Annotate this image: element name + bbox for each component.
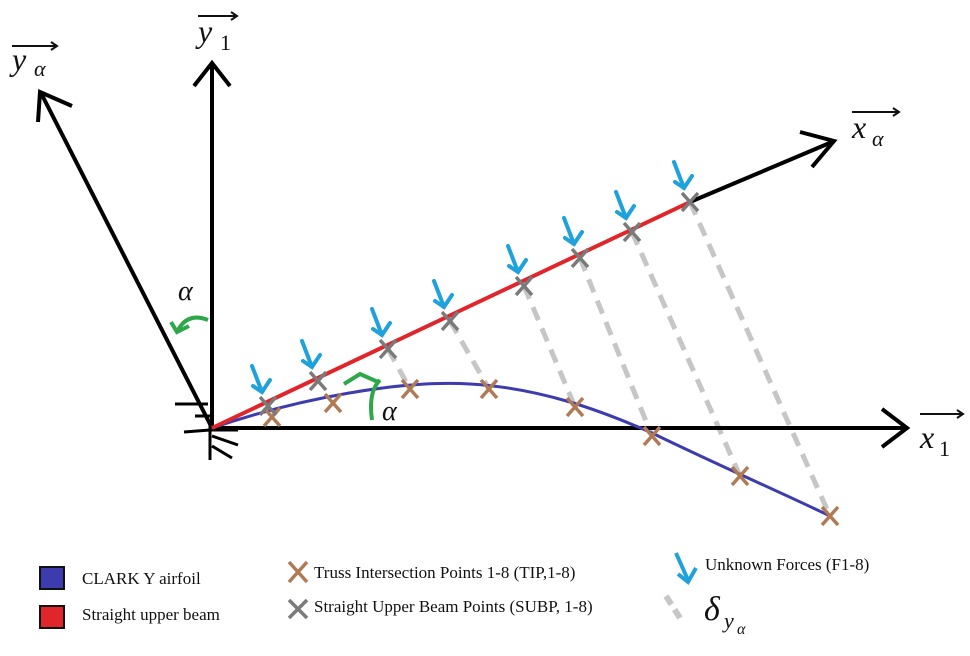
- xa-label-base: x: [851, 109, 866, 145]
- subp-marker-7: [622, 221, 642, 243]
- subp-marker-3: [378, 338, 398, 360]
- x1-axis-label: x 1: [919, 409, 965, 461]
- x1-label-base: x: [919, 419, 934, 455]
- legend-label-subp: Straight Upper Beam Points (SUBP, 1-8): [314, 597, 593, 616]
- subp-marker-4: [440, 310, 460, 332]
- xa-axis-label: x α: [851, 107, 901, 151]
- subp-markers: [258, 191, 700, 417]
- rotation-arrow-lower: [342, 371, 382, 421]
- legend-item-forces: Unknown Forces (F1-8): [674, 552, 869, 586]
- force-arrow-3: [370, 307, 392, 338]
- tip-legend-marker: [287, 560, 309, 584]
- subp-marker-6: [570, 247, 590, 269]
- straight-upper-beam: [211, 200, 691, 430]
- force-arrow-4: [432, 279, 454, 310]
- tip-markers: [262, 378, 840, 527]
- tip-marker-3: [400, 378, 420, 400]
- beam-swatch: [39, 605, 65, 629]
- force-arrow-7: [614, 190, 636, 221]
- dashed-links: [385, 200, 833, 518]
- tip-marker-6: [642, 425, 662, 447]
- subp-marker-5: [514, 275, 534, 297]
- legend-item-beam: Straight upper beam: [39, 605, 220, 629]
- delta-label-base: δ: [704, 591, 721, 628]
- x1-label-sub: 1: [939, 436, 950, 461]
- dashed-link-5: [521, 285, 578, 408]
- tip-marker-4: [479, 378, 499, 400]
- tip-marker-8: [820, 505, 840, 527]
- alpha-label-upper: α: [178, 276, 194, 307]
- force-arrow-8: [672, 160, 694, 191]
- rotation-arrow-upper: [169, 315, 209, 335]
- force-arrow-5: [506, 244, 528, 275]
- ya-axis-label: y α: [9, 41, 59, 81]
- legend: CLARK Y airfoil Straight upper beam Trus…: [39, 552, 869, 638]
- y1-label-sub: 1: [220, 30, 231, 55]
- alpha-label-lower: α: [382, 396, 398, 427]
- airfoil-swatch: [39, 566, 65, 590]
- y1-label-base: y: [195, 13, 213, 49]
- ya-label-base: y: [9, 41, 27, 77]
- clark-y-airfoil-curve: [211, 381, 831, 518]
- force-arrow-2: [300, 339, 322, 370]
- xa-label-sub: α: [872, 126, 884, 151]
- legend-label-tip: Truss Intersection Points 1-8 (TIP,1-8): [314, 563, 575, 582]
- delta-label-subsub: α: [737, 621, 746, 638]
- tip-marker-7: [730, 465, 750, 487]
- tip-marker-5: [565, 396, 585, 418]
- legend-item-delta: δ y α: [663, 591, 746, 638]
- legend-item-airfoil: CLARK Y airfoil: [39, 566, 201, 590]
- tip-marker-1: [262, 406, 282, 428]
- dashed-link-4: [447, 319, 492, 391]
- legend-label-forces: Unknown Forces (F1-8): [705, 555, 869, 574]
- y1-axis-label: y 1: [195, 11, 239, 55]
- delta-legend-dash: [663, 594, 683, 620]
- delta-label-sub: y: [722, 608, 734, 633]
- legend-label-beam: Straight upper beam: [82, 605, 220, 624]
- ya-axis: [36, 89, 214, 429]
- force-arrow-1: [250, 364, 272, 395]
- x1-axis: [212, 407, 911, 449]
- tip-marker-2: [323, 392, 343, 414]
- dashed-link-8: [687, 200, 833, 518]
- fixed-support: [175, 402, 239, 460]
- subp-marker-2: [308, 370, 328, 392]
- y1-axis: [192, 59, 232, 428]
- legend-item-tip: Truss Intersection Points 1-8 (TIP,1-8): [287, 560, 575, 584]
- subp-marker-1: [258, 395, 278, 417]
- ya-label-sub: α: [34, 56, 46, 81]
- subp-marker-8: [680, 191, 700, 213]
- dashed-link-6: [577, 257, 655, 437]
- legend-item-subp: Straight Upper Beam Points (SUBP, 1-8): [287, 597, 593, 620]
- force-legend-arrow: [674, 552, 698, 586]
- force-arrow-6: [562, 216, 584, 247]
- legend-label-airfoil: CLARK Y airfoil: [82, 569, 201, 588]
- xa-axis: [689, 130, 838, 204]
- subp-legend-marker: [287, 598, 309, 620]
- force-arrows: [250, 160, 694, 395]
